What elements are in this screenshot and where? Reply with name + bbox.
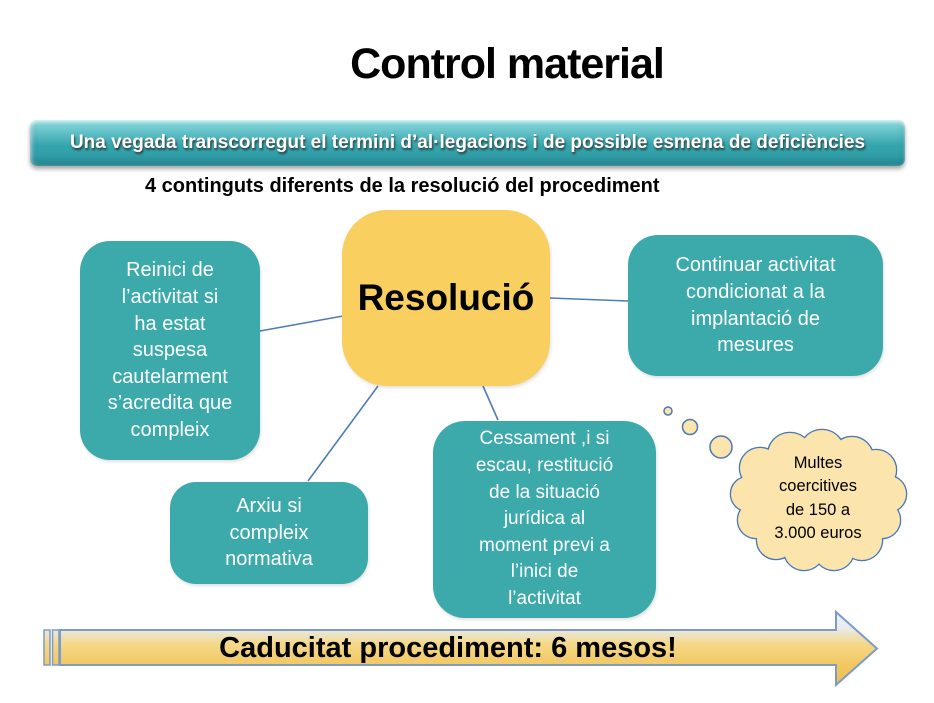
bubble-small-icon [663,406,673,416]
connector-arxiu [307,385,379,482]
node-resolucio-text: Resolució [357,277,535,318]
bubble-medium-icon [681,418,699,436]
connector-reinici [259,315,344,332]
arrow-stripe-1 [43,629,51,666]
slide-title: Control material [350,40,665,88]
node-arxiu-text: Arxiu si compleix normativa [225,495,313,571]
thought-bubble-tail [663,406,733,459]
node-arxiu: Arxiu si compleix normativa [170,482,368,584]
arrow-stripe-2 [51,629,60,666]
node-cessament: Cessament ,i si escau, restitució de la … [433,421,656,618]
banner: Una vegada transcorregut el termini d’al… [30,120,905,166]
node-reinici: Reinici de l’activitat si ha estat suspe… [80,241,260,460]
connector-cessament [482,385,499,421]
subtitle: 4 continguts diferents de la resolució d… [145,175,660,197]
node-continuar: Continuar activitat condicionat a la imp… [628,235,883,376]
cloud-text: Multes coercitives de 150 a 3.000 euros [774,454,862,543]
arrow-label: Caducitat procediment: 6 mesos! [219,632,677,664]
thought-cloud [729,428,908,572]
node-cessament-text: Cessament ,i si escau, restitució de la … [475,428,614,609]
connector-continuar [549,297,629,302]
node-continuar-text: Continuar activitat condicionat a la imp… [675,254,836,357]
connector-lines [259,297,629,482]
banner-text: Una vegada transcorregut el termini d’al… [69,132,866,153]
node-reinici-text: Reinici de l’activitat si ha estat suspe… [107,259,233,441]
arrow-shape [43,609,879,688]
bubble-large-icon [709,435,733,459]
node-resolucio: Resolució [342,210,550,386]
arrow-body [59,609,879,688]
